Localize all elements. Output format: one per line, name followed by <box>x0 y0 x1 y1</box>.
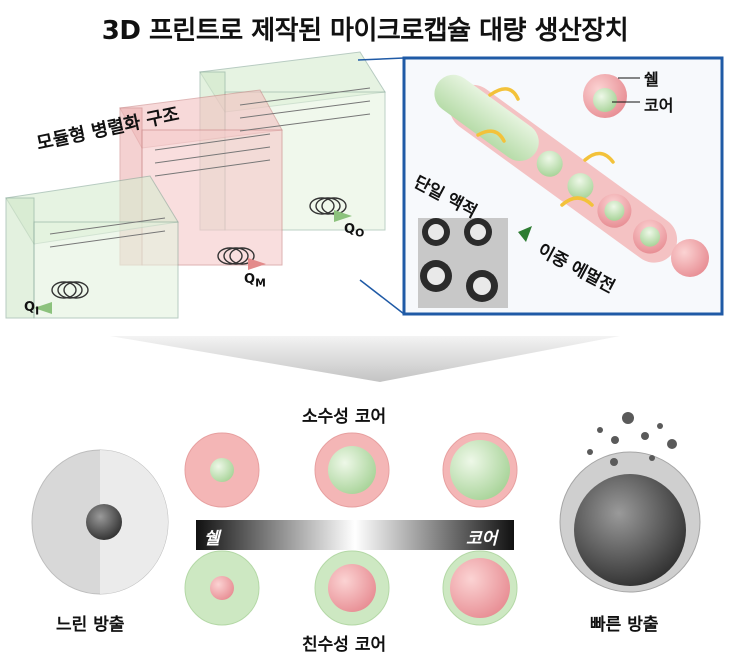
fast-release-label: 빠른 방출 <box>590 615 659 635</box>
slow-release-capsule <box>31 449 169 595</box>
inner-flow-arrow <box>34 302 52 314</box>
flow-middle-symbol: Q <box>244 272 256 287</box>
shell-core-gradient-bar <box>196 520 514 550</box>
flow-outer-symbol: Q <box>344 222 356 237</box>
inset-panel <box>357 56 724 316</box>
core-legend-label: 코어 <box>644 96 674 115</box>
device-illustration <box>5 51 386 319</box>
hydrophobic-core-label: 소수성 코어 <box>302 407 387 427</box>
flow-inner-subscript: I <box>35 304 40 318</box>
middle-flow-arrow <box>248 258 266 270</box>
figure-title: 3D 프린트로 제작된 마이크로캡슐 대량 생산장치 <box>101 16 629 46</box>
gradient-shell-label: 쉘 <box>204 529 220 549</box>
slow-release-label: 느린 방출 <box>56 615 125 635</box>
gradient-core-label: 코어 <box>466 529 498 549</box>
transition-arrow <box>110 336 620 382</box>
flow-outer-subscript: O <box>355 226 365 240</box>
flow-inner-label: QI <box>24 300 39 318</box>
flow-inner-symbol: Q <box>24 300 36 315</box>
flow-middle-subscript: M <box>255 276 266 290</box>
fast-release-capsule <box>559 412 701 593</box>
shell-legend-label: 쉘 <box>644 70 659 89</box>
hydrophilic-core-row <box>184 550 518 626</box>
flow-outer-label: QO <box>344 222 364 240</box>
outer-flow-arrow <box>334 210 352 222</box>
hydrophobic-core-row <box>184 432 518 508</box>
flow-middle-label: QM <box>244 272 266 290</box>
hydrophilic-core-label: 친수성 코어 <box>302 635 387 655</box>
